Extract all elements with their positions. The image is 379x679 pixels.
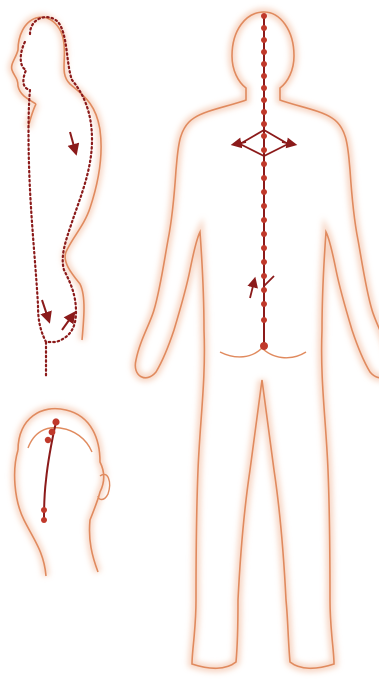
side-arrow-lower-right — [62, 316, 72, 330]
spine-acupoint — [261, 85, 267, 91]
spine-acupoint — [261, 109, 267, 115]
spine-acupoint — [261, 25, 267, 31]
head-acupoint — [45, 437, 51, 443]
side-profile-figure — [12, 17, 101, 376]
spine-acupoint — [261, 231, 267, 237]
side-arrow-lower-left — [42, 300, 48, 318]
spine-acupoint — [261, 37, 267, 43]
spine-acupoint — [261, 147, 267, 153]
spine-acupoint — [261, 189, 267, 195]
spine-acupoint — [261, 175, 267, 181]
head-acupoint — [49, 429, 56, 436]
head-meridian-line — [44, 422, 56, 520]
head-acupoint — [41, 507, 47, 513]
head-glow — [15, 409, 104, 576]
spine-acupoint — [261, 73, 267, 79]
spine-acupoint — [261, 97, 267, 103]
side-profile-glow — [12, 17, 101, 340]
lower-back-arrow — [250, 282, 254, 298]
spine-acupoint — [261, 259, 267, 265]
head-top-figure — [15, 409, 110, 576]
head-hairline-arc — [28, 428, 92, 452]
head-acupoint — [41, 517, 47, 523]
spine-acupoint — [261, 13, 267, 19]
side-arrow-upper — [70, 132, 75, 150]
spine-acupoint — [261, 161, 267, 167]
spine-acupoint — [261, 301, 267, 307]
spine-acupoint — [261, 49, 267, 55]
spine-acupoint — [261, 245, 267, 251]
scapula-arrow-right — [282, 142, 292, 144]
spine-acupoint — [261, 203, 267, 209]
head-acupoint — [52, 418, 59, 425]
side-profile-outline — [12, 17, 101, 340]
scapula-arrow-left — [236, 142, 246, 144]
back-figure — [135, 12, 379, 668]
spine-acupoint — [261, 121, 267, 127]
spine-acupoint — [261, 317, 267, 323]
spine-acupoint — [261, 217, 267, 223]
spine-acupoint — [261, 287, 267, 293]
back-body-glow — [135, 12, 379, 668]
spine-acupoint — [261, 61, 267, 67]
spine-acupoint — [260, 342, 268, 350]
spine-acupoint — [261, 273, 267, 279]
spine-acupoint — [261, 133, 267, 139]
